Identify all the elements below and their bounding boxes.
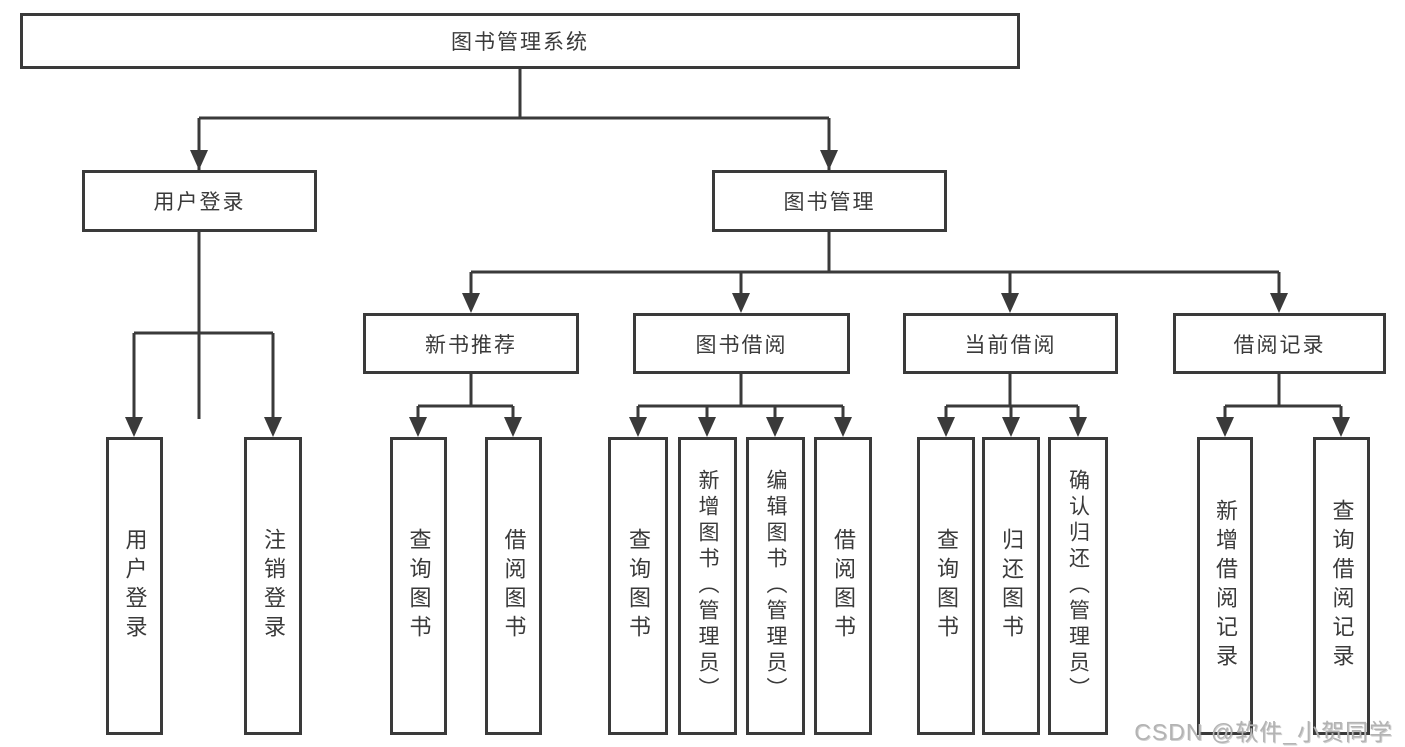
leaf-return-books: 归还图书: [982, 437, 1040, 735]
leaf-query-borrow-record: 查询借阅记录: [1313, 437, 1370, 735]
node-current-borrow: 当前借阅: [903, 313, 1118, 374]
arrowhead: [629, 417, 647, 437]
node-book-borrow: 图书借阅: [633, 313, 850, 374]
leaf-add-borrow-record: 新增借阅记录: [1197, 437, 1253, 735]
leaf-query-books-current: 查询图书: [917, 437, 975, 735]
arrowhead: [766, 417, 784, 437]
leaf-label: 查询图书: [626, 528, 651, 644]
arrowhead: [1216, 417, 1234, 437]
leaf-add-books-admin: 新增图书（管理员）: [678, 437, 737, 735]
arrowhead: [264, 417, 282, 437]
leaf-label: 用户登录: [122, 528, 148, 644]
node-label: 借阅记录: [1233, 333, 1326, 357]
connector-record-to-leaves: [1223, 373, 1343, 419]
arrowhead: [698, 417, 716, 437]
arrowhead: [1002, 417, 1020, 437]
leaf-borrow-books-recommend: 借阅图书: [485, 437, 542, 735]
arrowhead: [1332, 417, 1350, 437]
arrowhead: [409, 417, 427, 437]
connector-borrow-to-leaves: [636, 373, 845, 419]
arrowhead: [820, 150, 838, 170]
csdn-watermark: CSDN @软件_小贺同学: [1134, 719, 1393, 745]
leaf-logout: 注销登录: [244, 437, 302, 735]
node-user-login-group: 用户登录: [82, 170, 317, 232]
node-library-management-system: 图书管理系统: [20, 13, 1020, 69]
arrowhead: [462, 293, 480, 313]
leaf-query-books-recommend: 查询图书: [390, 437, 447, 735]
leaf-label: 新增借阅记录: [1213, 499, 1238, 673]
leaf-label: 编辑图书（管理员）: [764, 469, 787, 703]
arrowhead: [1270, 293, 1288, 313]
node-label: 图书借阅: [695, 333, 788, 357]
node-label: 图书管理: [783, 191, 876, 214]
leaf-label: 确认归还（管理员）: [1066, 469, 1090, 703]
arrowhead: [504, 417, 522, 437]
node-label: 当前借阅: [964, 333, 1057, 357]
arrowhead: [1001, 293, 1019, 313]
node-label: 用户登录: [153, 191, 246, 214]
node-label: 图书管理系统: [451, 31, 589, 54]
leaf-borrow-books: 借阅图书: [814, 437, 872, 735]
leaf-label: 借阅图书: [831, 528, 856, 644]
leaf-label: 查询图书: [934, 528, 959, 644]
leaf-label: 借阅图书: [501, 528, 527, 644]
leaf-label: 注销登录: [261, 528, 286, 644]
arrowhead: [732, 293, 750, 313]
node-book-management: 图书管理: [712, 170, 947, 232]
leaf-label: 查询借阅记录: [1329, 499, 1355, 673]
connector-recommend-to-leaves: [416, 373, 515, 419]
leaf-query-books-borrow: 查询图书: [608, 437, 668, 735]
leaf-confirm-return-admin: 确认归还（管理员）: [1048, 437, 1108, 735]
connector-root-to-level2: [197, 69, 831, 419]
connector-current-to-leaves: [944, 373, 1080, 419]
leaf-label: 归还图书: [999, 528, 1024, 644]
arrowhead: [834, 417, 852, 437]
connector-login-to-leaves: [132, 232, 275, 419]
arrowhead: [937, 417, 955, 437]
arrowhead: [1069, 417, 1087, 437]
arrowhead: [125, 417, 143, 437]
leaf-edit-books-admin: 编辑图书（管理员）: [746, 437, 805, 735]
node-new-book-recommend: 新书推荐: [363, 313, 579, 374]
leaf-user-login: 用户登录: [106, 437, 163, 735]
leaf-label: 新增图书（管理员）: [696, 469, 719, 703]
leaf-label: 查询图书: [406, 528, 432, 644]
connector-mgmt-to-level3: [469, 232, 1281, 295]
arrowheads: [125, 150, 1350, 437]
arrowhead: [190, 150, 208, 170]
node-label: 新书推荐: [425, 333, 517, 357]
node-borrow-records: 借阅记录: [1173, 313, 1386, 374]
